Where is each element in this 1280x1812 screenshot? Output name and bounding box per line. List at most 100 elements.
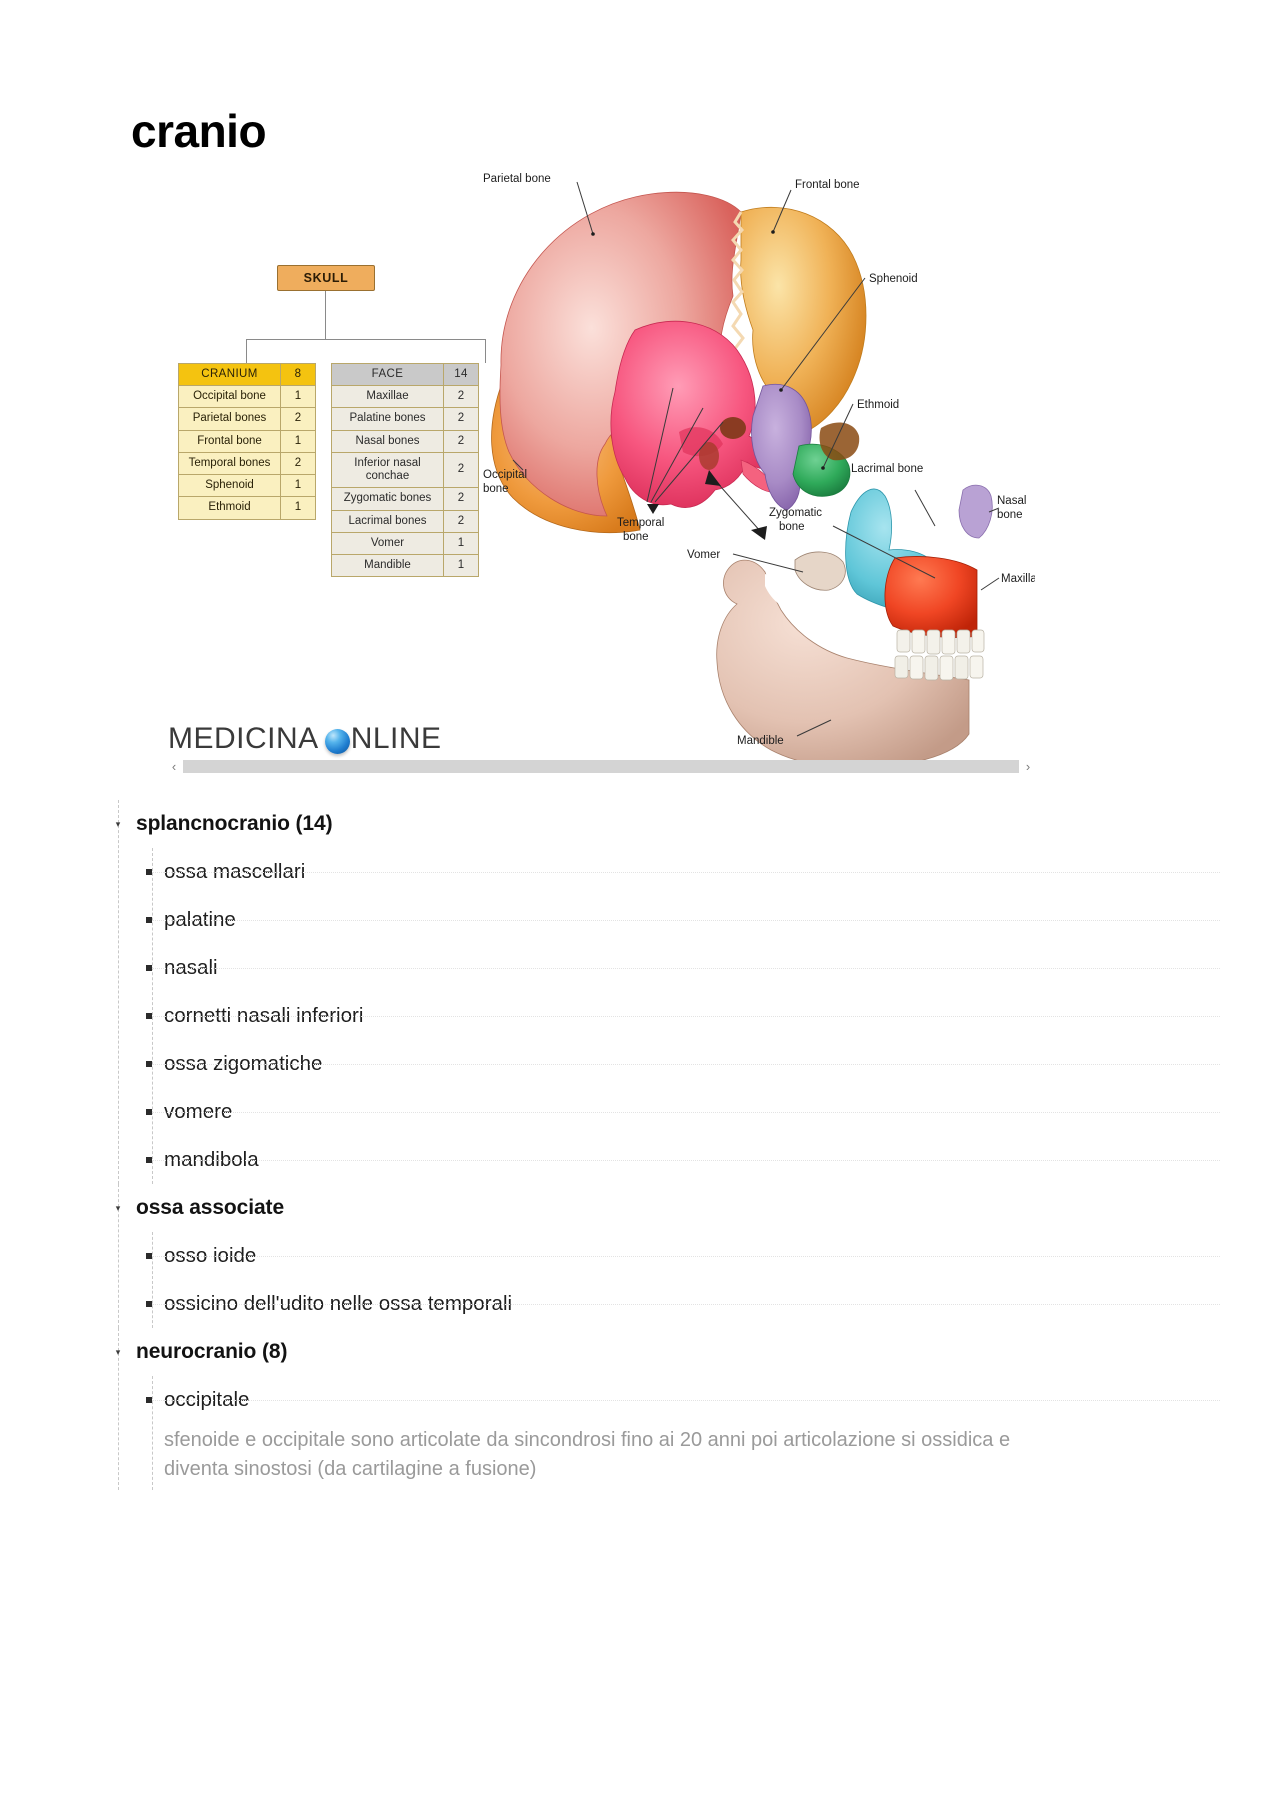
expand-arrow-icon [705,470,767,540]
row-dotted-rule [152,1015,1220,1017]
outline-section-ossa-associate: ▾ ossa associate osso ioide ossicino del… [0,1184,1280,1328]
bullet-icon [146,1061,152,1067]
list-item[interactable]: osso ioide [0,1232,1280,1280]
logo-text-before: MEDICINA [168,722,319,755]
section-heading-label: neurocranio (8) [136,1340,288,1363]
temporal-bone-shape [610,320,780,508]
list-item[interactable]: cornetti nasali inferiori [0,992,1280,1040]
face-header-count: 14 [443,362,479,387]
face-row-count: 2 [443,509,479,533]
upper-teeth [896,629,985,655]
table-header-row: CRANIUM 8 [178,362,316,387]
scroll-left-arrow-icon[interactable]: ‹ [171,758,177,774]
embedded-image-skull-diagram[interactable]: SKULL CRANIUM 8 Occipital bone 1 Parieta… [165,160,1035,780]
flowchart-root-skull: SKULL [277,265,375,291]
cranium-row-label: Occipital bone [178,385,281,409]
list-item[interactable]: nasali [0,944,1280,992]
face-table: FACE 14 Maxillae 2 Palatine bones 2 Nasa… [331,362,479,578]
blue-sphere-icon [324,728,350,754]
scroll-right-arrow-icon[interactable]: › [1025,758,1031,774]
note-text: sfenoide e occipitale sono articolate da… [164,1429,1011,1480]
label-sphenoid: Sphenoid [869,273,918,285]
table-row: Mandible 1 [331,553,479,578]
mastoid-shadow [699,442,719,470]
section-heading-label: ossa associate [136,1196,285,1219]
face-row-count: 1 [443,531,479,555]
mandible-notch [765,574,801,612]
face-row-count: 1 [443,553,479,578]
row-dotted-rule [152,871,1220,873]
label-zygomatic-bone-line2: bone [779,521,805,533]
chevron-down-icon[interactable]: ▾ [115,1202,121,1213]
cranium-table: CRANIUM 8 Occipital bone 1 Parietal bone… [178,362,316,520]
row-dotted-rule [152,1159,1220,1161]
outline-section-splancnocranio: ▾ splancnocranio (14) ossa mascellari pa… [0,800,1280,1184]
bullet-icon [146,1157,152,1163]
cranium-illustration-group [491,191,867,533]
list-item[interactable]: vomere [0,1088,1280,1136]
image-canvas: SKULL CRANIUM 8 Occipital bone 1 Parieta… [165,160,1035,780]
external-acoustic-meatus [720,417,746,439]
image-horizontal-scrollbar[interactable]: ‹ › [165,755,1037,777]
label-nasal-bone-line1: Nasal [997,495,1026,507]
indent-guide [118,1184,119,1328]
list-item[interactable]: ossa mascellari [0,848,1280,896]
label-mandible: Mandible [737,735,784,747]
label-zygomatic-bone-line1: Zygomatic [769,507,822,519]
label-occipital-bone-line1: Occipital [483,469,527,481]
cranium-row-count: 1 [280,474,316,498]
cranium-header-label: CRANIUM [178,362,281,387]
cranium-row-count: 1 [280,429,316,453]
cranium-row-count: 2 [280,407,316,431]
bullet-icon [146,917,152,923]
section-heading-row[interactable]: ▾ ossa associate [0,1184,1280,1232]
skull-classification-flowchart: SKULL CRANIUM 8 Occipital bone 1 Parieta… [165,265,495,665]
face-row-label: Nasal bones [331,429,444,453]
mandible-shape [716,559,970,760]
chevron-down-icon[interactable]: ▾ [115,818,121,829]
chevron-down-icon[interactable]: ▾ [115,1346,121,1357]
bullet-icon [146,869,152,875]
table-row: Occipital bone 1 [178,385,316,409]
cranium-row-label: Parietal bones [178,407,281,431]
scrollbar-track[interactable] [183,759,1019,773]
face-row-label: Vomer [331,531,444,555]
flowchart-connector-right [485,339,486,363]
note-row[interactable]: sfenoide e occipitale sono articolate da… [0,1424,1280,1490]
cranium-row-label: Frontal bone [178,429,281,453]
list-item[interactable]: ossicino dell'udito nelle ossa temporali [0,1280,1280,1328]
table-row: Vomer 1 [331,531,479,555]
face-row-label: Lacrimal bones [331,509,444,533]
bullet-icon [146,1397,152,1403]
cranium-row-label: Temporal bones [178,451,281,476]
row-dotted-rule [152,1399,1220,1401]
label-occipital-bone-line2: bone [483,483,509,495]
face-row-label: Maxillae [331,385,444,409]
list-item[interactable]: palatine [0,896,1280,944]
list-item[interactable]: occipitale [0,1376,1280,1424]
row-dotted-rule [152,1303,1220,1305]
list-item[interactable]: mandibola [0,1136,1280,1184]
section-heading-row[interactable]: ▾ neurocranio (8) [0,1328,1280,1376]
face-header-label: FACE [331,362,444,387]
orbit-shadow [819,422,860,461]
section-heading-row[interactable]: ▾ splancnocranio (14) [0,800,1280,848]
table-header-row: FACE 14 [331,362,479,387]
maxilla-shape [884,556,978,638]
nasal-bone-shape [958,484,993,539]
table-row: Nasal bones 2 [331,429,479,453]
table-row: Sphenoid 1 [178,474,316,498]
bullet-icon [146,1109,152,1115]
table-row: Temporal bones 2 [178,451,316,476]
outline-list: ▾ splancnocranio (14) ossa mascellari pa… [0,800,1280,1490]
skull-anatomy-illustration: Parietal bone Frontal bone Sphenoid Ethm… [483,173,1035,760]
label-lacrimal-bone: Lacrimal bone [851,463,923,475]
bullet-icon [146,965,152,971]
table-row: Inferior nasal conchae 2 [331,451,479,489]
cranium-row-count: 1 [280,385,316,409]
list-item[interactable]: ossa zigomatiche [0,1040,1280,1088]
face-row-count: 2 [443,429,479,453]
leader-lines [512,181,1000,737]
cranium-row-label: Sphenoid [178,474,281,498]
face-row-count: 2 [443,487,479,511]
